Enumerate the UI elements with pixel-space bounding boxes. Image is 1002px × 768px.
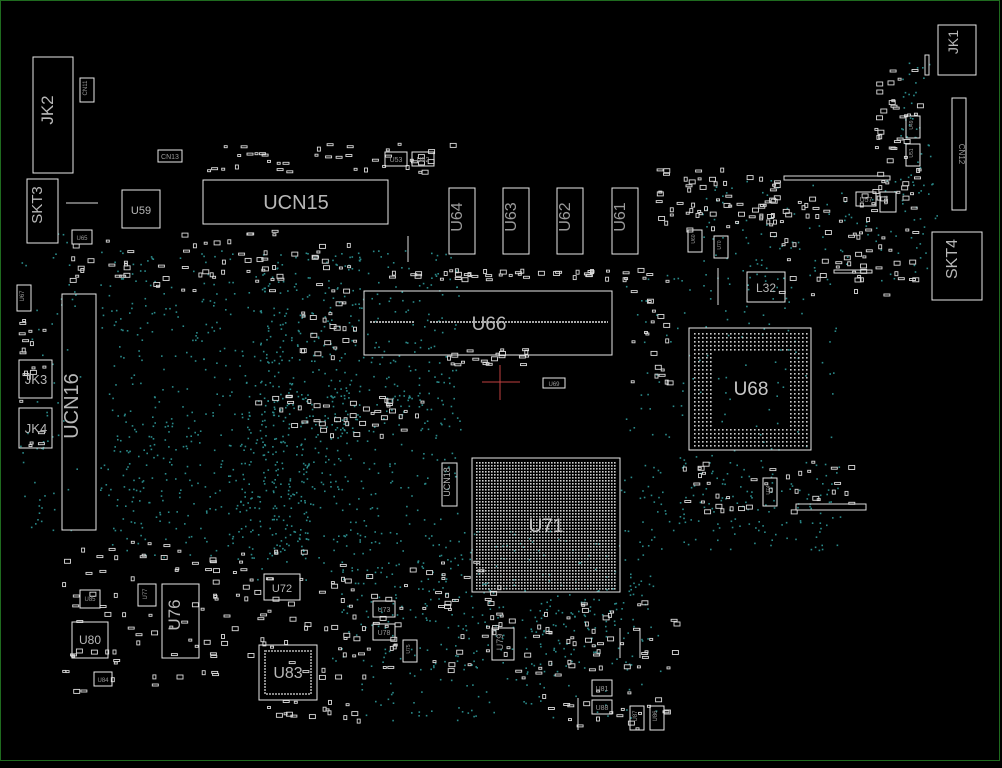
board-frame	[0, 0, 1000, 761]
pcb-board-view[interactable]: JK1 JK2 SKT3 SKT4 JK3 JK4 UCN15 UCN16 UC…	[0, 0, 1002, 763]
